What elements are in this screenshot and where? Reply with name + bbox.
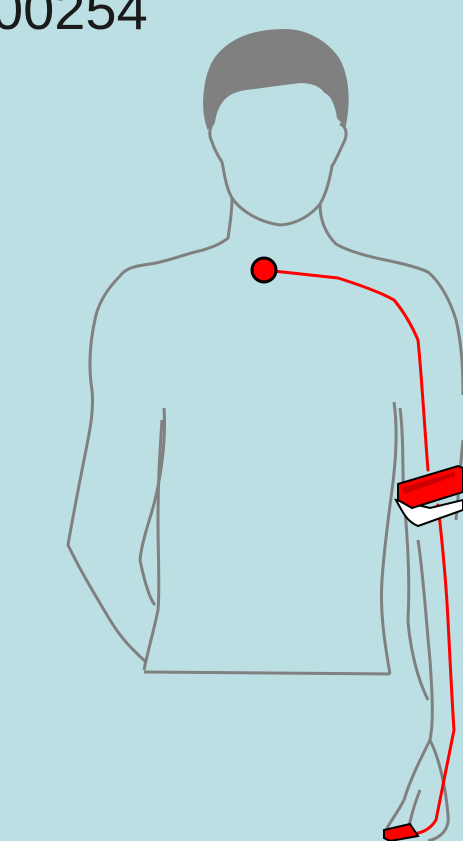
right-inner-arm-outline <box>400 408 428 700</box>
hair-shape <box>204 30 347 128</box>
left-arm-outline <box>68 252 195 662</box>
neck-left-outline <box>195 198 232 252</box>
hand-outline <box>386 740 448 841</box>
neck-right-outline <box>320 204 376 258</box>
waist-outline <box>144 672 390 674</box>
armband-device-icon <box>396 466 463 526</box>
left-torso-side-outline <box>144 420 162 670</box>
electrode-dot-icon <box>252 258 276 282</box>
right-torso-side-outline <box>381 402 396 674</box>
